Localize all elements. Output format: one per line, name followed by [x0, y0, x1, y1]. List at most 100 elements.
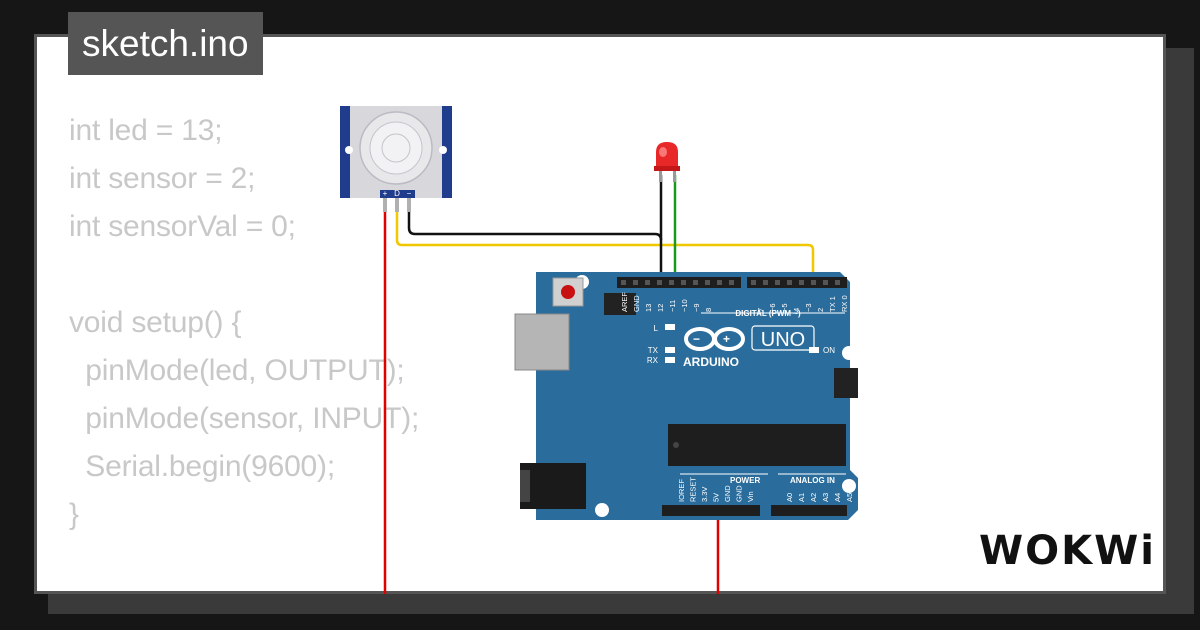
- digital-pin-label: AREF: [620, 292, 629, 312]
- header-pin[interactable]: [775, 280, 780, 285]
- svg-text:−: −: [693, 332, 700, 346]
- power-pin-label: GND: [735, 485, 744, 502]
- code-line: pinMode(sensor, INPUT);: [69, 402, 420, 435]
- header-pin[interactable]: [621, 280, 626, 285]
- digital-pin-label: TX 1: [828, 296, 837, 312]
- led-tx: [665, 347, 675, 353]
- digital-pin-label: 4: [792, 308, 801, 312]
- icsp-header-right: [834, 368, 858, 398]
- model-label: UNO: [761, 329, 805, 351]
- power-pin-label: GND: [723, 485, 732, 502]
- digital-header-left: [617, 277, 741, 288]
- header-pin[interactable]: [645, 280, 650, 285]
- code-line: int led = 13;: [69, 114, 223, 147]
- header-pin[interactable]: [693, 280, 698, 285]
- header-pin[interactable]: [835, 280, 840, 285]
- digital-pin-label: ~11: [668, 300, 677, 312]
- red-led[interactable]: [654, 142, 680, 182]
- icsp-header-top: [604, 293, 636, 315]
- reset-button[interactable]: [552, 277, 584, 307]
- header-pin[interactable]: [669, 280, 674, 285]
- pir-pin-data-label: D: [394, 189, 400, 198]
- brand-label: ARDUINO: [683, 355, 739, 369]
- digital-pin-label: 7: [756, 308, 765, 312]
- usb-port: [514, 313, 570, 371]
- led-l-label: L: [654, 324, 659, 333]
- analog-label: ANALOG IN: [790, 476, 835, 485]
- code-line: pinMode(led, OUTPUT);: [69, 354, 405, 387]
- mount-hole: [842, 346, 856, 360]
- power-label: POWER: [730, 476, 760, 485]
- pir-pin-gnd-label: −: [407, 189, 412, 198]
- digital-pin-label: 13: [644, 304, 653, 312]
- power-pin-label: IOREF: [677, 479, 686, 502]
- header-pin[interactable]: [717, 280, 722, 285]
- power-jack: [520, 463, 586, 509]
- pir-sensor[interactable]: + D −: [340, 106, 452, 212]
- header-pin[interactable]: [657, 280, 662, 285]
- digital-pin-label: GND: [632, 295, 641, 312]
- power-pin-label: Vin: [746, 491, 755, 502]
- analog-pin-label: A3: [821, 493, 830, 502]
- digital-pin-label: 12: [656, 304, 665, 312]
- analog-pin-label: A4: [833, 493, 842, 502]
- digital-pin-label: 2: [816, 308, 825, 312]
- pir-pin-vcc-label: +: [383, 189, 388, 198]
- wires: [383, 175, 815, 594]
- pir-mount-hole-left: [345, 146, 353, 154]
- digital-pin-label: ~6: [768, 303, 777, 312]
- analog-pin-label: A1: [797, 493, 806, 502]
- analog-pin-label: A5: [845, 493, 854, 502]
- wire-pir-signal: [395, 205, 815, 285]
- analog-pin-label: A0: [785, 493, 794, 502]
- header-pin[interactable]: [681, 280, 686, 285]
- sketch-filename: sketch.ino: [82, 22, 249, 64]
- wokwi-logo: WOKWi: [979, 528, 1156, 574]
- power-pin-label: 5V: [712, 493, 721, 502]
- code-preview: int led = 13; int sensor = 2; int sensorVa…: [69, 107, 420, 591]
- led-l: [665, 324, 675, 330]
- led-tx-label: TX: [648, 346, 659, 355]
- header-pin[interactable]: [823, 280, 828, 285]
- arduino-logo-icon: [684, 327, 745, 351]
- analog-pin-label: A2: [809, 493, 818, 502]
- led-on-label: ON: [823, 346, 835, 355]
- power-header: [662, 505, 760, 516]
- led-on: [809, 347, 819, 353]
- digital-pin-label: 8: [704, 308, 713, 312]
- header-pin[interactable]: [799, 280, 804, 285]
- code-line: Serial.begin(9600);: [69, 450, 335, 483]
- header-pin[interactable]: [705, 280, 710, 285]
- header-pin[interactable]: [811, 280, 816, 285]
- header-pin[interactable]: [633, 280, 638, 285]
- digital-pin-label: ~5: [780, 303, 789, 312]
- header-pin[interactable]: [729, 280, 734, 285]
- digital-pin-label: ~10: [680, 299, 689, 312]
- digital-pin-label: RX 0: [840, 295, 849, 312]
- svg-text:+: +: [723, 332, 730, 346]
- header-pin[interactable]: [763, 280, 768, 285]
- power-pin-label: RESET: [689, 477, 698, 502]
- led-rx: [665, 357, 675, 363]
- mount-hole: [842, 479, 856, 493]
- atmega-chip: [668, 424, 846, 466]
- header-pin[interactable]: [787, 280, 792, 285]
- digital-header-label: DIGITAL (PWM ~): [735, 309, 801, 318]
- sketch-title-badge[interactable]: sketch.ino: [68, 12, 263, 75]
- digital-header-right: [747, 277, 847, 288]
- code-line: }: [69, 498, 79, 531]
- code-line: void setup() {: [69, 306, 242, 339]
- code-line: int sensor = 2;: [69, 162, 256, 195]
- digital-pin-label: ~3: [804, 303, 813, 312]
- pir-mount-hole-right: [439, 146, 447, 154]
- digital-pin-label: ~9: [692, 303, 701, 312]
- power-pin-label: 3.3V: [700, 487, 709, 502]
- mount-hole: [595, 503, 609, 517]
- led-rx-label: RX: [647, 356, 659, 365]
- header-pin[interactable]: [751, 280, 756, 285]
- code-line: int sensorVal = 0;: [69, 210, 296, 243]
- analog-header: [771, 505, 847, 516]
